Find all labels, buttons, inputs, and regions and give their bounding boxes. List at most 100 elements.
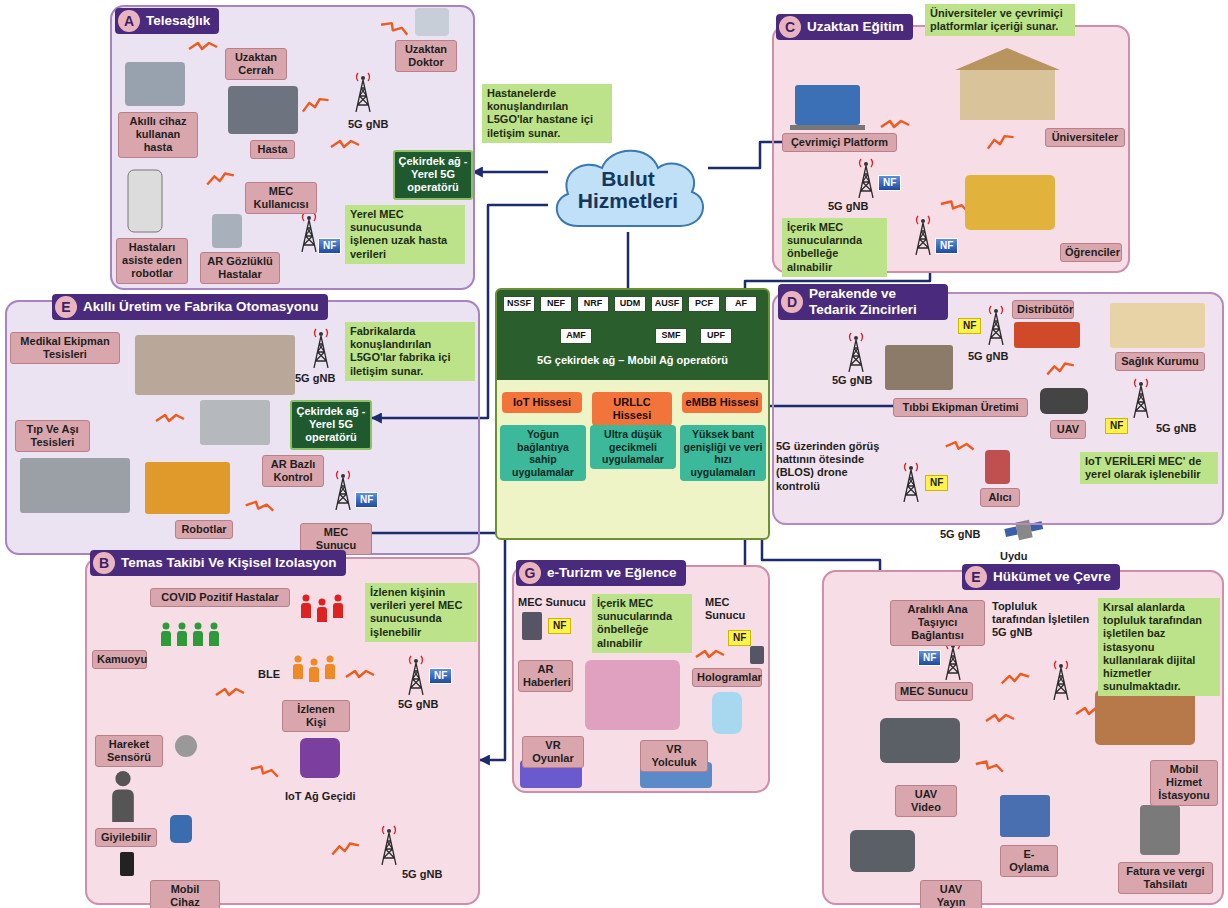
network-function-box: PCF: [688, 296, 720, 312]
label-box: UAV Yayın: [920, 880, 982, 908]
surgeon-photo: [228, 86, 298, 134]
panel-tab: EAkıllı Üretim ve Fabrika Otomasyonu: [52, 294, 328, 320]
nf-badge: NF: [878, 175, 901, 191]
equipment-facility-photo: [135, 335, 295, 395]
label-box: Çevrimiçi Platform: [782, 133, 897, 152]
panel-title: Telesağlık: [146, 13, 210, 29]
box-text: NF: [923, 652, 936, 664]
university-roof: [955, 48, 1060, 70]
person-icon: [333, 595, 343, 619]
connector: [627, 232, 630, 288]
connector: [770, 405, 893, 408]
wireless-bolt: [331, 141, 359, 147]
callout-box: IoT VERİLERİ MEC' de yerel olarak işlene…: [1080, 452, 1218, 484]
network-function-box: UPF: [700, 328, 732, 344]
text-label: MEC Sunucu: [705, 596, 763, 622]
panel-letter: G: [519, 562, 541, 584]
nf-badge: NF: [1105, 418, 1128, 434]
factory-photo: [885, 345, 953, 390]
connector: [480, 540, 505, 760]
connector: [708, 142, 782, 168]
local-core-box: Çekirdek ağ - Yerel 5G operatörü: [393, 150, 473, 200]
box-text: Aralıklı Ana Taşıyıcı Bağlantısı: [895, 603, 980, 643]
label-box: Mobil Hizmet İstasyonu: [1150, 760, 1218, 806]
box-text: NF: [733, 632, 746, 644]
person-icon: [317, 599, 327, 623]
box-text: Çevrimiçi Platform: [787, 136, 892, 149]
label-box: UAV Video: [895, 785, 957, 817]
callout-box: Kırsal alanlarda topluluk tarafından işl…: [1098, 598, 1220, 696]
label-box: Alıcı: [980, 488, 1020, 507]
person-icon: [112, 771, 134, 822]
core-title: 5G çekirdek ağ – Mobil Ağ operatörü: [497, 354, 768, 367]
cloud-shape: Bulut Hizmetleri: [548, 140, 708, 232]
box-text: Hologramlar: [697, 671, 757, 684]
panel-title: Uzaktan Eğitim: [807, 19, 904, 35]
text-label: 5G gNB: [1156, 422, 1196, 435]
server-icon: [750, 646, 764, 664]
box-text: MEC Sunucu: [900, 685, 968, 698]
wireless-bolt: [189, 43, 217, 49]
label-box: MEC Kullanıcısı: [245, 182, 317, 214]
label-box: Tıbbi Ekipman Üretimi: [893, 398, 1028, 417]
connector: [372, 532, 495, 535]
network-function-box: AUSF: [651, 296, 683, 312]
box-text: NF: [323, 240, 336, 252]
label-box: Üniversiteler: [1045, 128, 1125, 147]
wireless-bolt: [246, 499, 275, 512]
nf-badge: NF: [935, 238, 958, 254]
gnb-tower: [859, 159, 873, 198]
callout-box: Hastanelerde konuşlandırılan L5GO'lar ha…: [482, 84, 612, 143]
box-text: NF: [963, 320, 976, 332]
panel-tab: EHükümet ve Çevre: [962, 564, 1120, 590]
nf-badge: NF: [318, 238, 341, 254]
core-network-box: 5G çekirdek ağ – Mobil Ağ operatörüNSSFN…: [495, 288, 770, 540]
box-text: İzlenen kişinin verileri yerel MEC sunuc…: [370, 586, 472, 639]
box-text: PCF: [689, 299, 719, 309]
person-icon: [309, 659, 319, 683]
box-text: UAV: [1055, 423, 1081, 436]
label-box: AR Haberleri: [518, 660, 573, 692]
robot-photo: [128, 170, 162, 232]
gnb-tower: [382, 826, 396, 865]
box-text: İçerik MEC sunucularında önbelleğe alına…: [787, 221, 882, 274]
wireless-bolt: [301, 96, 329, 111]
panel: ATelesağlıkUzaktan CerrahUzaktan DoktorA…: [110, 5, 475, 290]
text-label: Topluluk tarafından İşletilen 5G gNB: [992, 600, 1092, 640]
wireless-bolt: [881, 121, 909, 127]
ballot-photo: [1000, 795, 1050, 837]
box-text: UAV Yayın: [925, 883, 977, 908]
network-function-box: NSSF: [503, 296, 535, 312]
box-text: Uzaktan Cerrah: [230, 51, 282, 77]
patient-photo: [125, 62, 185, 106]
gnb-tower: [1134, 379, 1148, 418]
robot-arm-photo: [145, 462, 230, 514]
label-box: Akıllı cihaz kullanan hasta: [118, 112, 198, 158]
wireless-bolt: [976, 758, 1004, 773]
box-text: Hastanelerde konuşlandırılan L5GO'lar ha…: [487, 87, 607, 140]
box-text: E-Oylama: [1005, 848, 1053, 874]
box-text: NF: [553, 620, 566, 632]
local-core-box: Çekirdek ağ - Yerel 5G operatörü: [290, 400, 372, 450]
network-function-box: AF: [725, 296, 757, 312]
person-icon: [293, 656, 303, 680]
label-box: Uzaktan Doktor: [395, 40, 457, 72]
callout-box: İçerik MEC sunucularında önbelleğe alına…: [782, 218, 887, 277]
gnb-tower: [356, 73, 370, 112]
panel-tab: CUzaktan Eğitim: [776, 14, 913, 40]
callout-box: Yerel MEC sunucusunda işlenen uzak hasta…: [345, 205, 465, 264]
vaccine-facility-photo: [20, 458, 130, 513]
panel-title: Hükümet ve Çevre: [993, 569, 1111, 585]
box-text: NF: [434, 670, 447, 682]
connector: [762, 540, 880, 570]
connector: [744, 540, 747, 565]
box-text: MEC Sunucu: [305, 526, 367, 552]
box-text: URLLC Hissesi: [595, 396, 669, 422]
callout-box: Üniversiteler ve çevrimiçi platformlar i…: [925, 4, 1075, 36]
gnb-towers: [302, 73, 1148, 865]
box-text: Sağlık Kurumu: [1120, 355, 1200, 368]
gnb-tower: [904, 463, 918, 502]
callout-box: İçerik MEC sunucularında önbelleğe alına…: [592, 594, 692, 653]
laptop-screen: [795, 85, 860, 125]
box-text: AUSF: [652, 299, 682, 309]
